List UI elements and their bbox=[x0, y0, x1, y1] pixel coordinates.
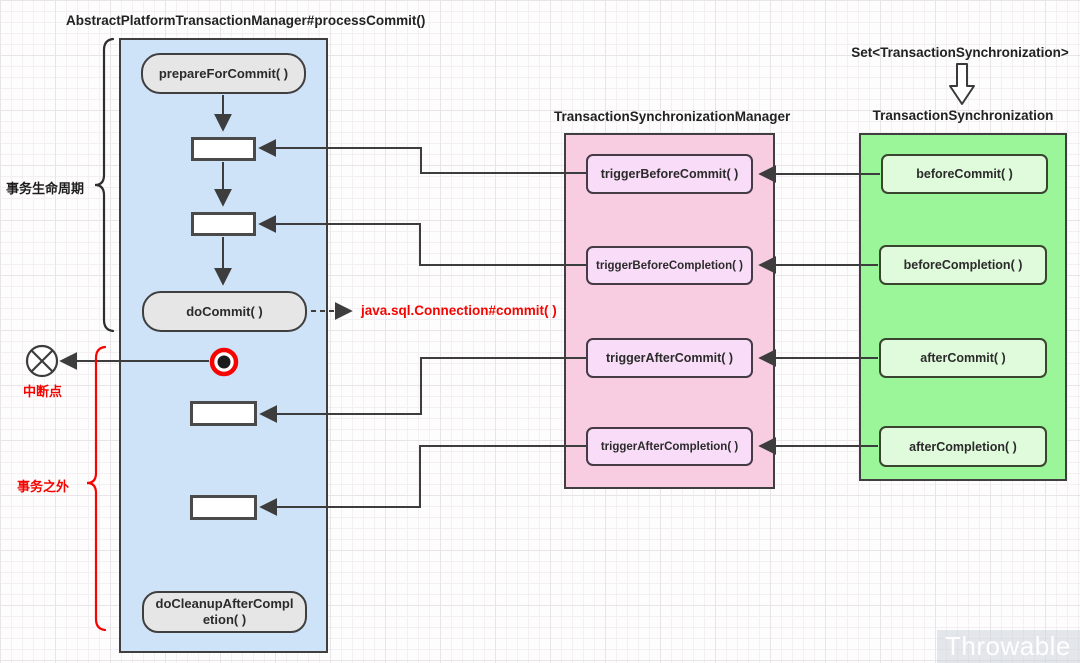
after-completion-node: afterCompletion( ) bbox=[879, 426, 1047, 467]
blue-lane-container bbox=[119, 38, 328, 653]
interrupt-x-icon bbox=[25, 344, 59, 378]
activity-slot-4 bbox=[190, 495, 257, 520]
pink-lane-header: TransactionSynchronizationManager bbox=[554, 109, 791, 124]
cleanup-node: doCleanupAfterCompletion( ) bbox=[142, 591, 307, 633]
trigger-after-commit-node: triggerAfterCommit( ) bbox=[586, 338, 753, 378]
green-lane-header: TransactionSynchronization bbox=[872, 108, 1054, 123]
before-commit-node: beforeCommit( ) bbox=[881, 154, 1048, 194]
outside-tx-brace bbox=[86, 345, 107, 632]
activity-slot-1 bbox=[191, 137, 256, 161]
before-completion-node: beforeCompletion( ) bbox=[879, 245, 1047, 285]
do-commit-node: doCommit( ) bbox=[142, 291, 307, 332]
activity-slot-3 bbox=[190, 401, 257, 426]
block-down-arrow-icon bbox=[949, 63, 975, 105]
breakpoint-label: 中断点 bbox=[23, 384, 63, 399]
trigger-after-completion-node: triggerAfterCompletion( ) bbox=[586, 427, 753, 466]
activity-slot-2 bbox=[191, 212, 256, 236]
prepare-for-commit-node: prepareForCommit( ) bbox=[141, 53, 306, 94]
lifecycle-brace bbox=[94, 37, 115, 333]
after-commit-node: afterCommit( ) bbox=[879, 338, 1047, 378]
trigger-before-commit-node: triggerBeforeCommit( ) bbox=[586, 154, 753, 194]
lifecycle-label: 事务生命周期 bbox=[6, 181, 85, 196]
watermark: Throwable bbox=[937, 630, 1080, 663]
connection-note: java.sql.Connection#commit( ) bbox=[361, 303, 557, 318]
trigger-before-completion-node: triggerBeforeCompletion( ) bbox=[586, 246, 753, 285]
outside-tx-label: 事务之外 bbox=[17, 479, 70, 494]
page-title: AbstractPlatformTransactionManager#proce… bbox=[66, 13, 426, 28]
set-label: Set<TransactionSynchronization> bbox=[851, 45, 1069, 60]
